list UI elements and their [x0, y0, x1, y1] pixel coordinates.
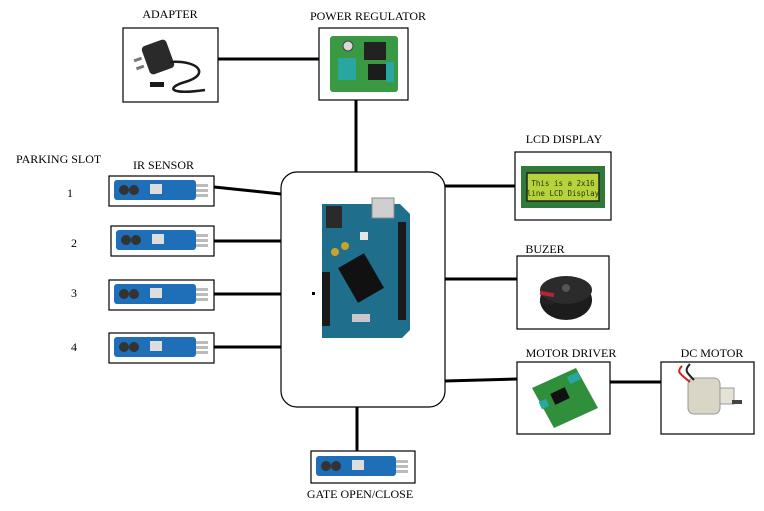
- regulator-board-icon: [330, 36, 398, 92]
- buzzer-block: [516, 255, 610, 330]
- dc-motor-label: DC MOTOR: [681, 346, 744, 360]
- motor-driver-label: MOTOR DRIVER: [526, 346, 617, 360]
- ir-sensor-icon: [114, 337, 208, 357]
- arduino-board-icon: [322, 197, 410, 338]
- gate-label: GATE OPEN/CLOSE: [307, 487, 413, 501]
- controller-block: [280, 171, 446, 408]
- motor-driver-block: [516, 361, 611, 435]
- ir-sensor-4: [108, 332, 215, 364]
- ir-sensor-label: IR SENSOR: [133, 158, 194, 172]
- controller-dot: [312, 292, 315, 295]
- gate-sensor-block: [310, 450, 416, 484]
- adapter-icon: [133, 39, 206, 93]
- slot-number-3: 3: [71, 286, 77, 300]
- ir-sensor-icon: [114, 180, 208, 200]
- power-regulator-label: POWER REGULATOR: [310, 9, 426, 23]
- lcd-display-label: LCD DISPLAY: [526, 132, 603, 146]
- connections: [213, 57, 661, 451]
- buzzer-icon: [539, 276, 592, 320]
- ir-sensor-icon: [114, 284, 208, 304]
- dc-motor-icon: [678, 363, 742, 415]
- motor-driver-icon: [532, 368, 598, 428]
- adapter-label: ADAPTER: [142, 7, 197, 21]
- slot-number-4: 4: [71, 340, 77, 354]
- parking-slot-label: PARKING SLOT: [16, 152, 102, 166]
- lcd-line-2: line LCD Display: [527, 189, 600, 198]
- slot-number-2: 2: [71, 236, 77, 250]
- ir-sensor-2: [110, 225, 215, 257]
- lcd-display-block: This is a 2x16 line LCD Display: [514, 151, 612, 221]
- ir-sensor-icon: [116, 230, 208, 250]
- dc-motor-block: [660, 361, 755, 435]
- ir-sensor-1: [108, 175, 215, 207]
- lcd-module-icon: This is a 2x16 line LCD Display: [521, 166, 605, 208]
- adapter-block: [122, 27, 219, 103]
- ir-sensor-icon: [316, 456, 408, 476]
- ir-sensor-3: [108, 279, 215, 311]
- ir1-wire: [213, 185, 282, 196]
- lcd-line-1: This is a 2x16: [531, 179, 595, 188]
- buzzer-label: BUZER: [525, 242, 564, 256]
- slot-number-1: 1: [67, 186, 73, 200]
- motor-driver-wire: [444, 377, 518, 383]
- power-regulator-block: [318, 27, 409, 101]
